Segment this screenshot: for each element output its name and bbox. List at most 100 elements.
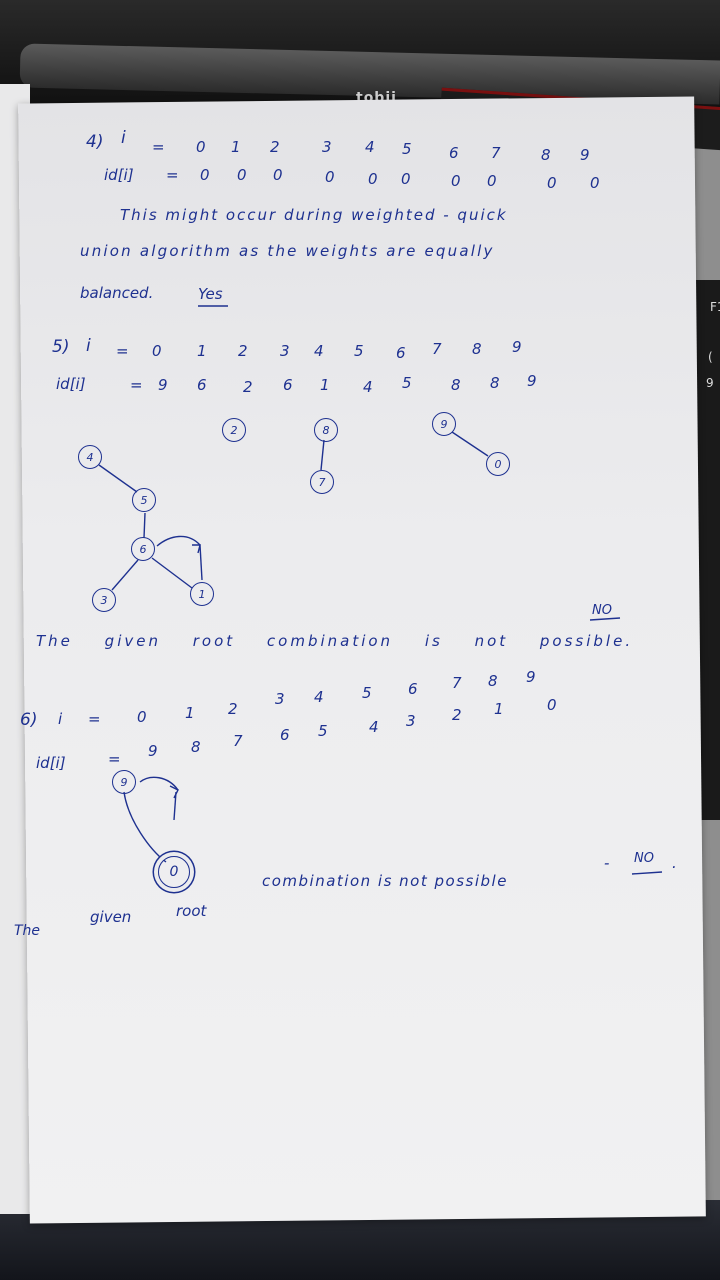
q4-id-1: 0 (237, 166, 247, 184)
q6-conclusion-the: The (14, 923, 41, 939)
q5-equals: = (116, 342, 129, 360)
q4-i-5: 5 (402, 140, 412, 158)
edge-4-5 (98, 464, 138, 493)
key-label-f1: F1 (710, 300, 720, 314)
q4-id-6: 0 (451, 172, 461, 190)
q5-i-7: 7 (432, 340, 442, 358)
q5-i-4: 4 (314, 342, 324, 360)
q5-node-0: 0 (486, 452, 510, 476)
edge-9-0 (451, 431, 489, 457)
q6-i-5: 5 (362, 684, 372, 702)
underline-no-q6 (631, 871, 663, 875)
q4-i-1: 1 (231, 138, 241, 156)
q5-i-8: 8 (472, 340, 482, 358)
q5-node-6: 6 (131, 537, 155, 561)
q5-id-0: 9 (158, 376, 168, 394)
q4-id-0: 0 (200, 166, 210, 184)
q6-i-7: 7 (452, 674, 462, 692)
q4-note-line3: balanced. (80, 284, 154, 302)
q5-node-1: 1 (190, 582, 214, 606)
q6-id-2: 7 (233, 732, 243, 750)
q5-node-2: 2 (222, 418, 246, 442)
q5-id-1: 6 (197, 376, 207, 394)
q5-id-7: 8 (451, 376, 461, 394)
q6-i-0: 0 (137, 708, 147, 726)
q6-id-equals: = (108, 750, 121, 768)
q5-node-9: 9 (432, 412, 456, 436)
q6-conclusion-root: root (176, 902, 207, 920)
q6-node-0: 0 (158, 856, 190, 888)
q4-i-7: 7 (491, 144, 501, 162)
q6-i-9: 9 (526, 668, 536, 686)
q5-node-5: 5 (132, 488, 156, 512)
underline-no-q5 (589, 617, 621, 621)
q4-label: 4) (86, 132, 104, 152)
q6-id-7: 2 (452, 706, 462, 724)
edge-6-1 (151, 557, 193, 589)
q4-id-label: id[i] (104, 166, 134, 184)
q5-conclusion: The given root combination is not possib… (36, 632, 634, 650)
q4-i-4: 4 (365, 138, 375, 156)
q5-i-label: i (86, 336, 91, 356)
q5-node-4: 4 (78, 445, 102, 469)
q5-node-3: 3 (92, 588, 116, 612)
q4-i-8: 8 (541, 146, 551, 164)
q5-id-equals: = (130, 376, 143, 394)
q5-id-5: 4 (363, 378, 373, 396)
q5-i-5: 5 (354, 342, 364, 360)
q6-id-1: 8 (191, 738, 201, 756)
q5-id-label: id[i] (56, 375, 86, 393)
edge-6-self-arrow (156, 535, 201, 547)
q6-id-3: 6 (280, 726, 290, 744)
q6-dash: - (604, 854, 610, 872)
q5-answer: NO (592, 603, 612, 618)
edge-9-self-arrow (139, 776, 179, 791)
q5-i-3: 3 (280, 342, 290, 360)
q4-id-7: 0 (487, 172, 497, 190)
q4-note-line1: This might occur during weighted - quick (120, 206, 508, 224)
q5-id-6: 5 (402, 374, 412, 392)
q4-id-equals: = (166, 166, 179, 184)
q5-i-6: 6 (396, 344, 406, 362)
q6-i-label: i (58, 710, 63, 728)
q6-i-3: 3 (275, 690, 285, 708)
q4-i-3: 3 (322, 138, 332, 156)
edge-9-arrow-stem (173, 791, 177, 821)
q6-i-1: 1 (185, 704, 195, 722)
q4-id-2: 0 (273, 166, 283, 184)
q5-id-3: 6 (283, 376, 293, 394)
q4-equals: = (152, 138, 165, 156)
q6-i-2: 2 (228, 700, 238, 718)
q4-note-line2: union algorithm as the weights are equal… (80, 242, 495, 260)
q5-i-9: 9 (512, 338, 522, 356)
q6-id-8: 1 (494, 700, 504, 718)
q4-id-5: 0 (401, 170, 411, 188)
edge-6-3 (111, 559, 139, 591)
q6-equals: = (88, 710, 101, 728)
q4-i-9: 9 (580, 146, 590, 164)
q6-answer: NO (634, 851, 654, 866)
q4-i-2: 2 (270, 138, 280, 156)
q4-id-3: 0 (325, 168, 335, 186)
edge-6-arrowhead (192, 544, 201, 554)
q6-id-4: 5 (318, 722, 328, 740)
q4-i-6: 6 (449, 144, 459, 162)
q5-label: 5) (52, 337, 70, 357)
q5-i-1: 1 (197, 342, 207, 360)
q4-id-8: 0 (547, 174, 557, 192)
q5-node-8: 8 (314, 418, 338, 442)
key-label-paren: ( (708, 350, 713, 364)
edge-8-7 (320, 439, 325, 471)
q5-id-8: 8 (490, 374, 500, 392)
q6-conclusion-part2: combination is not possible (262, 872, 508, 890)
q6-i-8: 8 (488, 672, 498, 690)
q5-node-7: 7 (310, 470, 334, 494)
q6-label: 6) (20, 710, 38, 730)
q5-i-0: 0 (152, 342, 162, 360)
q6-id-label: id[i] (36, 754, 66, 772)
q5-i-2: 2 (238, 342, 248, 360)
edge-5-6 (143, 512, 146, 539)
q4-i-0: 0 (196, 138, 206, 156)
q6-node-9: 9 (112, 770, 136, 794)
